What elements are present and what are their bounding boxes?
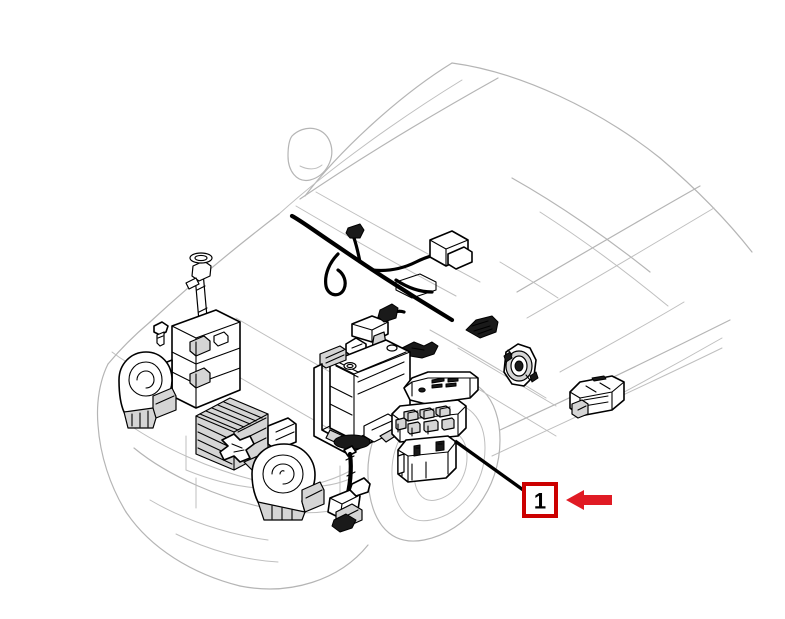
battery-ground-cable <box>327 445 371 533</box>
retaining-clip <box>153 321 169 347</box>
inline-sensor-connector <box>465 315 499 339</box>
ground-strap-bracket <box>327 477 371 533</box>
callout-arrow-icon <box>566 490 612 510</box>
buzzer-speaker <box>503 343 539 387</box>
battery-cable-lug <box>401 341 439 359</box>
callout-box[interactable] <box>522 482 558 518</box>
callout-1[interactable]: 1 <box>454 439 612 518</box>
washer-reservoir-body <box>171 309 241 409</box>
horn-upper <box>118 351 177 429</box>
horn-lower <box>251 443 325 521</box>
relay-module <box>195 397 297 471</box>
callout-leader-line <box>454 439 527 494</box>
washer-filler-cap <box>189 252 213 264</box>
fuse-box-assembly <box>391 371 479 483</box>
vehicle-outline <box>96 62 753 590</box>
fuse-box-cover <box>403 371 479 405</box>
fuse-carrier <box>391 399 467 443</box>
horn-bracket-clip <box>219 433 255 463</box>
engine-wiring-harness <box>289 213 473 323</box>
control-module <box>569 375 625 419</box>
fuse-box-base <box>397 435 457 483</box>
callout-label: 1 <box>534 489 546 514</box>
